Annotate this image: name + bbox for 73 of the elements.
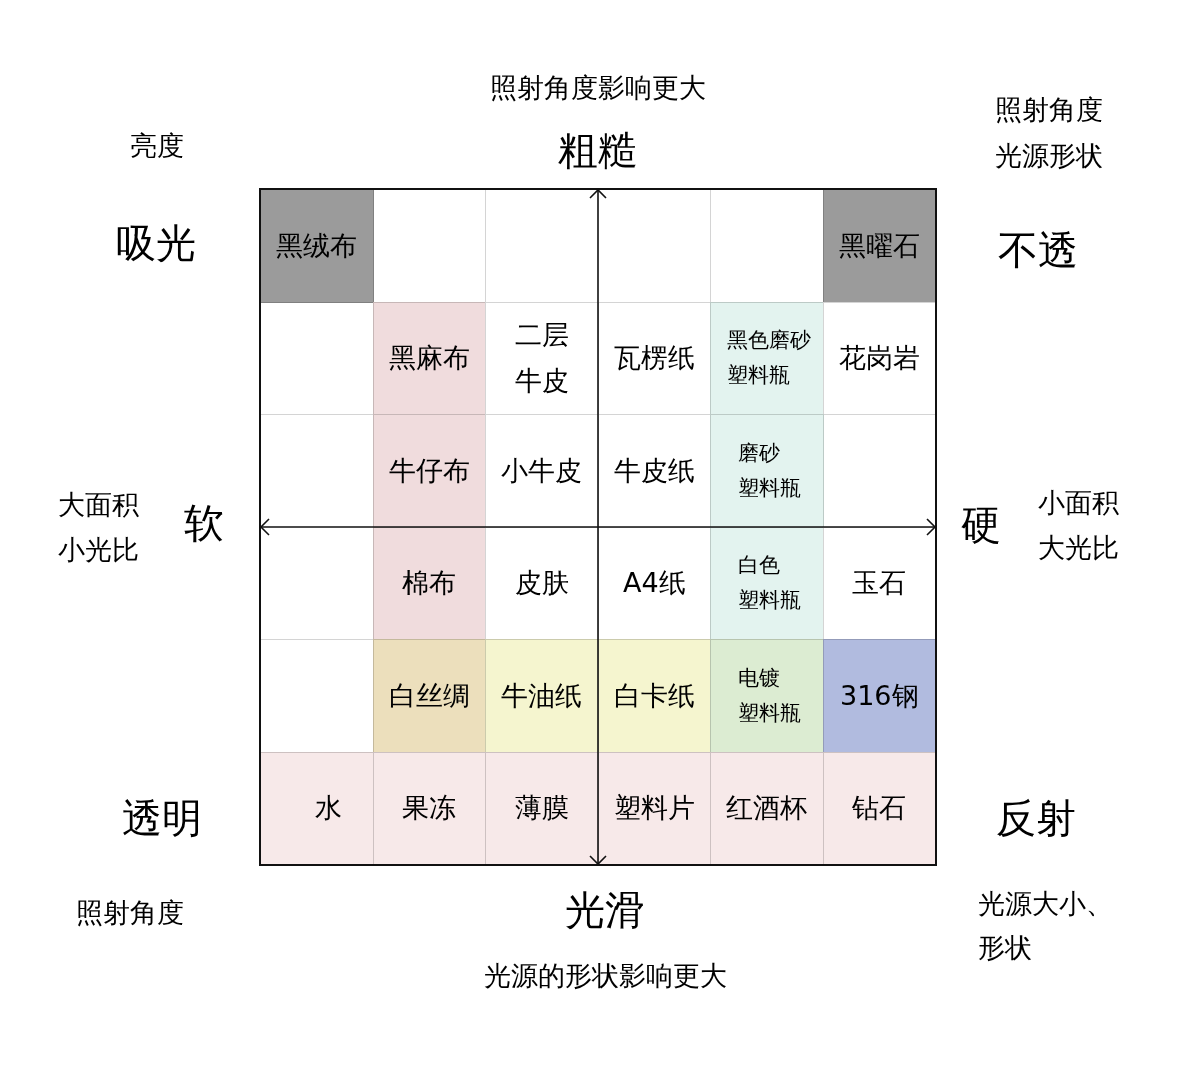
annotation: 光源的形状影响更大 (483, 959, 727, 993)
material-label: 水 (315, 791, 343, 826)
grid-cell (822, 639, 936, 753)
grid-cell (822, 751, 936, 865)
grid-cell (485, 751, 599, 865)
material-label: 黑色磨砂 (727, 327, 811, 355)
annotation: 亮度 (130, 129, 184, 163)
grid-cell (597, 751, 711, 865)
axis-label: 不透 (998, 226, 1078, 274)
annotation: 小光比 (58, 533, 139, 567)
material-label: 塑料片 (613, 791, 695, 826)
annotation: 光源大小、形状 (978, 887, 1114, 965)
grid-cell (710, 751, 824, 865)
material-label: 316钢 (839, 678, 919, 713)
material-label: 皮肤 (514, 566, 569, 601)
material-label: 钻石 (852, 791, 907, 826)
material-label: 红酒杯 (726, 791, 808, 826)
grid-cell (372, 639, 486, 753)
material-label: 黑曜石 (838, 228, 920, 263)
grid-cell (822, 301, 936, 415)
grid-cell (485, 301, 599, 415)
annotation: 小面积 (1038, 486, 1119, 520)
grid-cell (822, 189, 936, 303)
material-label: 塑料瓶 (738, 699, 801, 727)
grid-cell (260, 189, 374, 303)
grid-cell (710, 526, 824, 640)
material-label: 电镀 (738, 664, 780, 692)
grid-cell (260, 751, 374, 865)
axis-label: 透明 (122, 794, 202, 842)
grid-cell (597, 639, 711, 753)
material-label: 牛皮 (514, 364, 569, 399)
material-label: 牛皮纸 (613, 453, 695, 488)
annotation: 照射角度 (995, 93, 1103, 127)
grid-cell (710, 414, 824, 528)
axis-label: 吸光 (116, 219, 196, 267)
material-label: A4纸 (622, 566, 686, 601)
material-label: 二层 (514, 318, 569, 353)
material-label: 白色 (738, 552, 780, 580)
axis-label: 软 (184, 499, 224, 547)
grid-cell (372, 526, 486, 640)
annotation: 光源形状 (995, 139, 1103, 173)
annotation: 大光比 (1038, 531, 1119, 565)
material-label: 黑绒布 (276, 228, 358, 263)
material-label: 果冻 (402, 791, 457, 826)
grid-cell (372, 751, 486, 865)
axis-label: 粗糙 (558, 126, 638, 174)
material-label: 黑麻布 (388, 341, 470, 376)
material-label: 塑料瓶 (738, 474, 801, 502)
material-label: 塑料瓶 (738, 587, 801, 615)
grid-cell (485, 639, 599, 753)
axis-label: 硬 (961, 501, 1001, 549)
annotation: 照射角度 (76, 896, 184, 930)
grid-cell (822, 526, 936, 640)
material-label: 小牛皮 (501, 453, 583, 488)
grid-cell (710, 301, 824, 415)
grid-cell (710, 639, 824, 753)
material-label: 白丝绸 (388, 678, 470, 713)
material-label: 牛油纸 (501, 678, 583, 713)
annotation: 照射角度影响更大 (490, 71, 706, 105)
material-label: 白卡纸 (613, 678, 695, 713)
material-label: 牛仔布 (388, 453, 470, 488)
material-label: 塑料瓶 (727, 362, 790, 390)
material-label: 磨砂 (738, 439, 780, 467)
grid-cell (372, 414, 486, 528)
grid-cell (372, 301, 486, 415)
material-label: 花岗岩 (838, 341, 920, 376)
annotation: 大面积 (58, 488, 139, 522)
material-label: 玉石 (852, 566, 907, 601)
material-label: 棉布 (402, 566, 457, 601)
axis-label: 反射 (996, 794, 1076, 842)
axis-label: 光滑 (565, 886, 645, 934)
material-label: 瓦楞纸 (613, 341, 695, 376)
material-label: 薄膜 (514, 791, 569, 826)
